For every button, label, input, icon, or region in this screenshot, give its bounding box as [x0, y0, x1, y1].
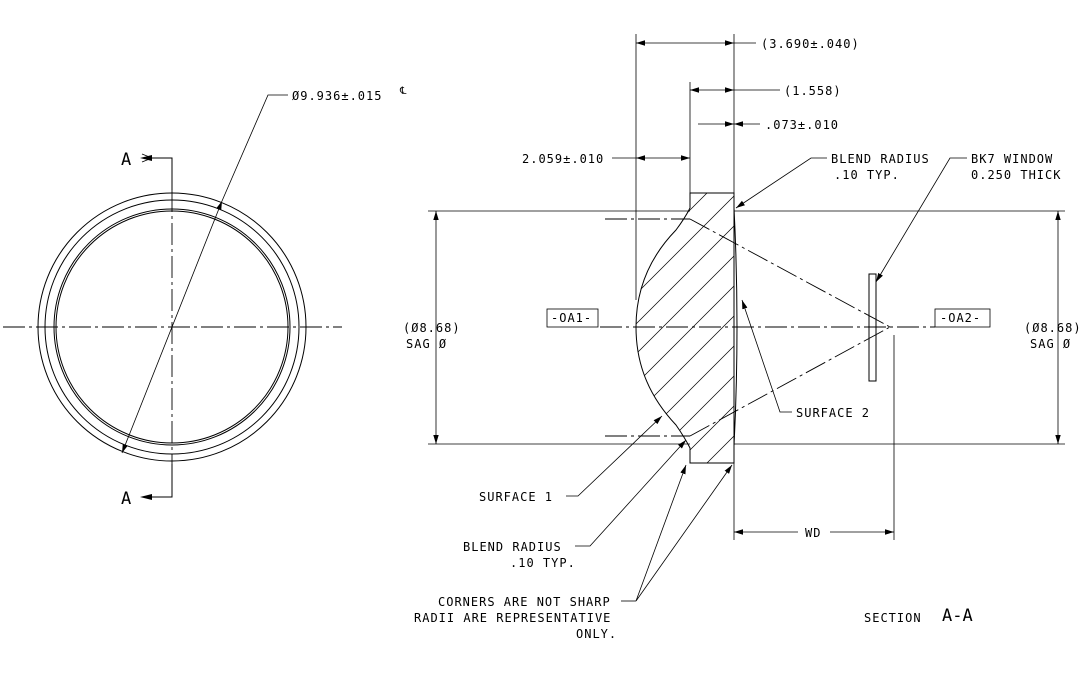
section-id: A-A — [942, 606, 973, 626]
window-leader — [875, 157, 967, 283]
diameter-suffix: ℄ — [399, 86, 407, 97]
corners-leader-2 — [635, 464, 733, 602]
sag-dia-right: (Ø8.68) — [1024, 321, 1082, 335]
section-marker-bottom: A — [121, 464, 173, 509]
datum-oa2: -OA2- — [940, 311, 981, 325]
window-line1: BK7 WINDOW — [971, 152, 1053, 166]
blend-radius-left-line2: .10 TYP. — [510, 556, 576, 570]
blend-radius-right-line2: .10 TYP. — [834, 168, 900, 182]
blend-radius-left-line1: BLEND RADIUS — [463, 540, 562, 554]
surface-1-label: SURFACE 1 — [479, 490, 553, 504]
surface-1-leader — [566, 415, 663, 497]
section-marker-top: A — [121, 150, 173, 190]
corners-leader-1 — [635, 464, 687, 602]
wd-label: WD — [805, 526, 821, 540]
datum-oa2-box — [934, 308, 991, 328]
blend-radius-right-line1: BLEND RADIUS — [831, 152, 930, 166]
section-label-bottom: A — [121, 489, 131, 509]
corners-line1: CORNERS ARE NOT SHARP — [438, 595, 611, 609]
diameter-dimension-line — [121, 200, 223, 454]
surface-2-label: SURFACE 2 — [796, 406, 870, 420]
datum-oa1: -OA1- — [551, 311, 592, 325]
surface-2-leader — [741, 299, 792, 413]
lens-thickness-label: 2.059±.010 — [522, 152, 604, 166]
corners-line2: RADII ARE REPRESENTATIVE — [414, 611, 611, 625]
section-hatching — [636, 193, 734, 463]
datum-oa1-box — [546, 308, 599, 328]
section-arrow-bottom — [140, 494, 152, 500]
sag-dia-left: (Ø8.68) — [403, 321, 461, 335]
section-label-top: A — [121, 150, 131, 170]
ray-bottom-2 — [689, 326, 891, 437]
section-view: (3.690±.040) (1.558) .073±.010 2.059±.01… — [403, 34, 1082, 641]
window-line2: 0.250 THICK — [971, 168, 1061, 182]
sag-right: SAG Ø — [1030, 337, 1071, 351]
blend-radius-left-leader — [575, 439, 687, 547]
lens-section-outline — [635, 192, 735, 464]
flange-thickness-label: .073±.010 — [765, 118, 839, 132]
overall-length-label: (3.690±.040) — [761, 37, 860, 51]
section-arrow-top — [140, 155, 152, 161]
flange-length-label: (1.558) — [784, 84, 842, 98]
blend-radius-right-leader — [735, 157, 827, 209]
diameter-callout: Ø9.936±.015 — [292, 89, 382, 103]
diameter-leader — [221, 94, 288, 202]
section-word: SECTION — [864, 611, 922, 625]
bk7-window — [868, 273, 877, 382]
sag-left: SAG Ø — [406, 337, 447, 351]
ray-top-2 — [689, 218, 891, 328]
corners-line3: ONLY. — [576, 627, 617, 641]
front-view: Ø9.936±.015 ℄ A A — [3, 86, 407, 509]
